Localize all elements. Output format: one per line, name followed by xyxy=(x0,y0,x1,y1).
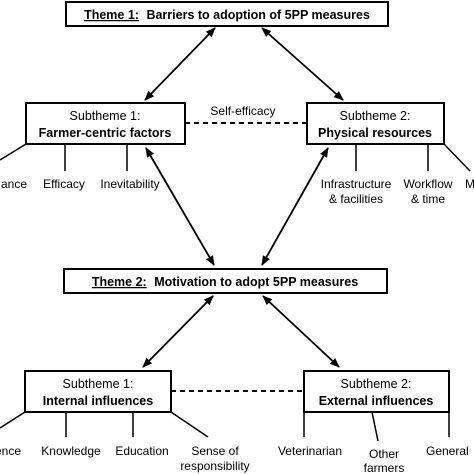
arrow-theme1-to-t1-sub1 xyxy=(144,27,216,101)
arrow-t1-sub2-to-theme2 xyxy=(261,147,329,266)
leaf-connector-10 xyxy=(170,411,209,438)
svg-text:Theme 1: Barriers to ado: Theme 1: Barriers to adoption of 5PP mea… xyxy=(84,8,370,22)
t1-leaf-inevitability: Inevitability xyxy=(100,177,159,191)
leaf-connector-1 xyxy=(0,143,27,161)
t1-sub1-heading: Subtheme 1: xyxy=(70,109,141,123)
theme2-box: Theme 2: Motivation to adopt 5PP measure… xyxy=(63,268,388,294)
t1-leaf-workflow-line2: & time xyxy=(411,192,445,206)
arrow-theme2-to-t2-sub1 xyxy=(142,295,214,368)
theme1-text: Barriers to adoption of 5PP measures xyxy=(146,8,369,22)
t2-subtheme1-box: Subtheme 1: Internal influences xyxy=(24,370,172,413)
t1-sub1-leaves: ance Efficacy Inevitability xyxy=(0,143,160,191)
t2-sub1-title: Internal influences xyxy=(43,394,153,408)
leaf-connector-6 xyxy=(443,143,471,172)
t2-leaf-farmers: farmers xyxy=(364,461,405,474)
t1-subtheme2-box: Subtheme 2: Physical resources xyxy=(306,102,445,145)
svg-text:Theme 2: Motivation to a: Theme 2: Motivation to adopt 5PP measure… xyxy=(92,275,358,289)
leaf-connector-7 xyxy=(0,411,26,429)
t2-sub1-leaves: ence Knowledge Education Sense of respon… xyxy=(0,411,250,473)
t1-sub2-title: Physical resources xyxy=(318,126,432,140)
arrow-theme2-to-t2-sub2 xyxy=(262,295,340,368)
t1-leaf-workflow: Workflow xyxy=(403,177,452,191)
t1-subtheme1-box: Subtheme 1: Farmer-centric factors xyxy=(25,102,186,145)
t2-leaf-responsibility: responsibility xyxy=(180,459,249,473)
t1-sub2-leaves: Infrastructure & facilities Workflow & t… xyxy=(321,143,474,206)
theme2-text: Motivation to adopt 5PP measures xyxy=(154,275,358,289)
t1-sub1-title: Farmer-centric factors xyxy=(39,126,172,140)
t1-leaf-infrastructure-line2: & facilities xyxy=(329,192,383,206)
t2-sub1-heading: Subtheme 1: xyxy=(63,377,134,391)
arrows xyxy=(142,27,344,368)
self-efficacy-label: Self-efficacy xyxy=(210,104,275,118)
arrow-theme1-to-t1-sub2 xyxy=(261,27,344,101)
t2-subtheme2-box: Subtheme 2: External influences xyxy=(303,370,450,413)
t1-leaf-ance: ance xyxy=(1,177,27,191)
t1-sub2-heading: Subtheme 2: xyxy=(340,109,411,123)
leaf-connector-12 xyxy=(371,411,379,442)
t2-leaf-ence: ence xyxy=(0,444,21,458)
t1-leaf-infrastructure: Infrastructure xyxy=(321,177,392,191)
t2-leaf-veterinarian: Veterinarian xyxy=(278,444,342,458)
t1-leaf-m: M xyxy=(465,177,474,191)
t2-sub2-heading: Subtheme 2: xyxy=(341,377,412,391)
theme1-label: Theme 1: xyxy=(84,8,139,22)
t2-sub2-leaves: Veterinarian Other farmers General xyxy=(278,411,469,474)
t2-leaf-knowledge: Knowledge xyxy=(41,444,101,458)
t2-sub2-title: External influences xyxy=(319,394,434,408)
arrow-t1-sub1-to-theme2 xyxy=(145,147,215,266)
t2-leaf-sense-of: Sense of xyxy=(191,444,239,458)
t2-leaf-general: General xyxy=(426,444,469,458)
t2-leaf-education: Education xyxy=(115,444,168,458)
t1-leaf-efficacy: Efficacy xyxy=(43,177,85,191)
t2-leaf-other: Other xyxy=(369,447,399,461)
theme1-box: Theme 1: Barriers to adoption of 5PP mea… xyxy=(65,1,389,27)
theme2-label: Theme 2: xyxy=(92,275,147,289)
